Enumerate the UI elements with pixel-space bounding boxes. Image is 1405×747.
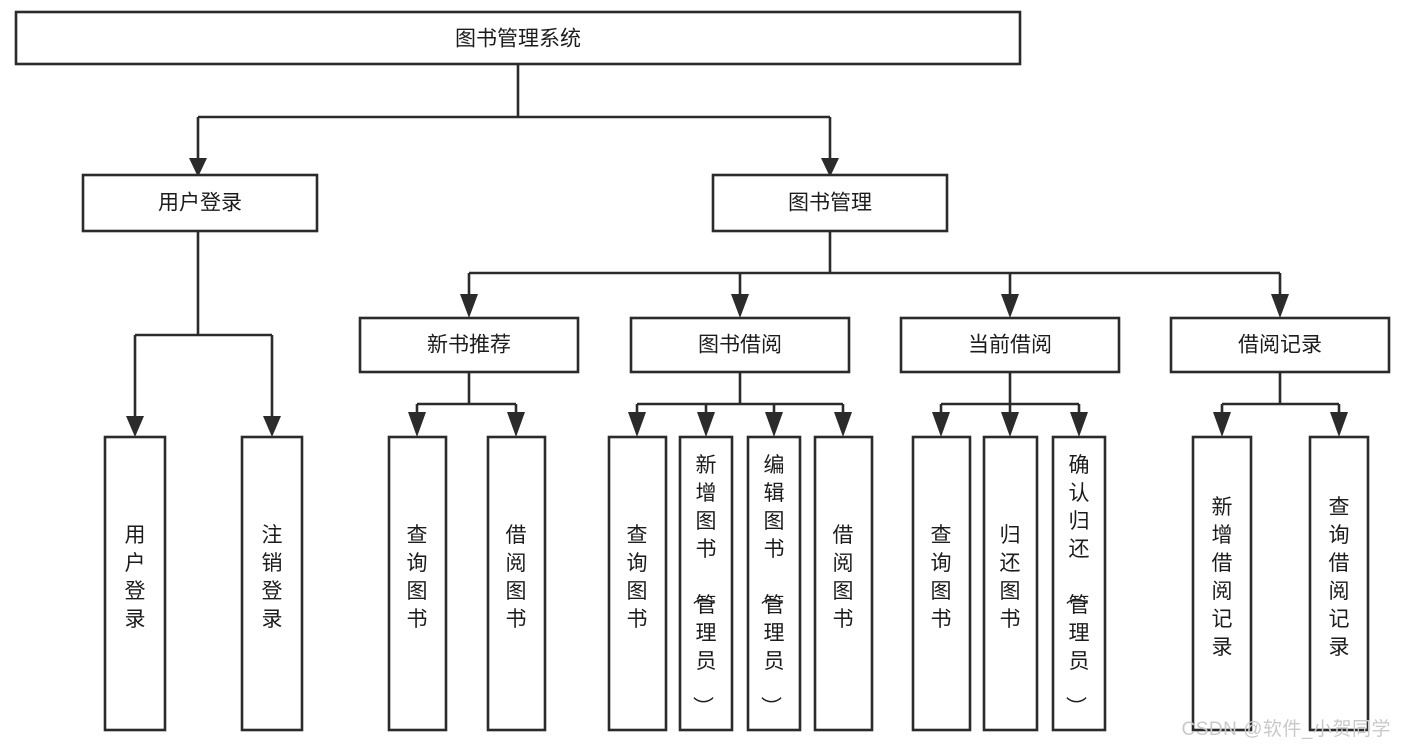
node-leaf-confirm-return-label: 确认归还（管理员） (1064, 454, 1090, 717)
node-leaf-query-book-1[interactable]: 查询图书 (387, 435, 448, 732)
node-leaf-borrow-book-2-label: 借阅图书 (833, 524, 854, 631)
node-leaf-borrow-book-1[interactable]: 借阅图书 (486, 435, 547, 732)
arrow-head-borrow-record (1271, 294, 1289, 318)
node-leaf-add-book[interactable]: 新增图书（管理员） (678, 435, 734, 732)
node-leaf-borrow-book-2[interactable]: 借阅图书 (813, 435, 874, 732)
node-book-borrow[interactable]: 图书借阅 (629, 316, 851, 374)
node-leaf-query-record[interactable]: 查询借阅记录 (1308, 435, 1370, 732)
node-leaf-query-record-label: 查询借阅记录 (1329, 496, 1350, 659)
node-current-borrow-label: 当前借阅 (968, 334, 1052, 357)
node-leaf-add-book-label: 新增图书（管理员） (691, 454, 717, 717)
node-book-manage-label: 图书管理 (788, 192, 872, 215)
node-leaf-add-record-label: 新增借阅记录 (1212, 496, 1233, 659)
node-current-borrow[interactable]: 当前借阅 (899, 316, 1121, 374)
node-leaf-query-book-2[interactable]: 查询图书 (607, 435, 668, 732)
node-root-label: 图书管理系统 (455, 28, 581, 51)
node-leaf-edit-book[interactable]: 编辑图书（管理员） (746, 435, 802, 732)
node-leaf-return-book[interactable]: 归还图书 (982, 435, 1039, 732)
node-user-login-box[interactable] (81, 173, 319, 233)
node-leaf-add-book-box[interactable] (678, 435, 734, 732)
node-leaf-query-book-2-label: 查询图书 (627, 524, 648, 631)
node-leaf-add-record-box[interactable] (1191, 435, 1253, 732)
node-borrow-record[interactable]: 借阅记录 (1169, 316, 1391, 374)
arrow-head-leaf-query-book-2 (628, 412, 646, 437)
node-leaf-edit-book-box[interactable] (746, 435, 802, 732)
arrow-head-leaf-query-record (1330, 412, 1348, 437)
node-book-borrow-label: 图书借阅 (698, 334, 782, 357)
node-leaf-query-book-3-label: 查询图书 (931, 524, 952, 631)
node-leaf-confirm-return-box[interactable] (1051, 435, 1107, 732)
node-user-login-label: 用户登录 (158, 192, 242, 215)
arrow-head-leaf-query-book-1 (408, 412, 426, 437)
arrow-head-user-login (189, 158, 207, 177)
node-leaf-borrow-book-1-label: 借阅图书 (506, 524, 527, 631)
node-user-login[interactable]: 用户登录 (81, 173, 319, 233)
arrow-head-leaf-add-book (697, 412, 715, 437)
node-leaf-edit-book-label: 编辑图书（管理员） (759, 454, 785, 717)
node-root-box[interactable] (14, 10, 1022, 66)
arrow-head-leaf-borrow-book-1 (507, 412, 525, 437)
node-leaf-user-login-label: 用户登录 (125, 524, 146, 631)
node-leaf-borrow-book-2-box[interactable] (813, 435, 874, 732)
node-borrow-record-label: 借阅记录 (1238, 334, 1322, 357)
node-current-borrow-box[interactable] (899, 316, 1121, 374)
node-root[interactable]: 图书管理系统 (14, 10, 1022, 66)
arrow-head-new-book-recommend (460, 294, 478, 318)
csdn-watermark: CSDN @软件_小贺同学 (1181, 719, 1391, 740)
node-leaf-add-record[interactable]: 新增借阅记录 (1191, 435, 1253, 732)
node-leaf-return-book-box[interactable] (982, 435, 1039, 732)
arrow-head-book-manage (821, 158, 839, 177)
node-leaf-user-login-box[interactable] (103, 435, 167, 732)
node-new-book-recommend-label: 新书推荐 (427, 334, 511, 357)
node-leaf-borrow-book-1-box[interactable] (486, 435, 547, 732)
node-leaf-user-logout-label: 注销登录 (262, 524, 283, 631)
edges-layer (126, 64, 1348, 437)
node-leaf-query-book-1-box[interactable] (387, 435, 448, 732)
arrow-head-leaf-borrow-book-2 (834, 412, 852, 437)
node-leaf-return-book-label: 归还图书 (1000, 524, 1021, 631)
node-leaf-user-logout-box[interactable] (240, 435, 304, 732)
node-leaf-query-book-2-box[interactable] (607, 435, 668, 732)
arrow-head-leaf-return-book (1001, 412, 1019, 437)
node-leaf-query-book-3[interactable]: 查询图书 (911, 435, 972, 732)
node-leaf-user-logout[interactable]: 注销登录 (240, 435, 304, 732)
arrow-head-current-borrow (1001, 294, 1019, 318)
node-book-manage[interactable]: 图书管理 (711, 173, 949, 233)
arrow-head-leaf-edit-book (765, 412, 783, 437)
node-book-manage-box[interactable] (711, 173, 949, 233)
arrow-head-leaf-user-login (126, 416, 144, 437)
node-leaf-confirm-return[interactable]: 确认归还（管理员） (1051, 435, 1107, 732)
arrow-head-leaf-user-logout (263, 416, 281, 437)
node-book-borrow-box[interactable] (629, 316, 851, 374)
arrow-head-leaf-confirm-return (1070, 412, 1088, 437)
arrow-head-book-borrow (731, 294, 749, 318)
arrow-head-leaf-query-book-3 (932, 412, 950, 437)
node-leaf-query-record-box[interactable] (1308, 435, 1370, 732)
node-leaf-query-book-1-label: 查询图书 (407, 524, 428, 631)
arrow-head-leaf-add-record (1213, 412, 1231, 437)
node-leaf-user-login[interactable]: 用户登录 (103, 435, 167, 732)
node-new-book-recommend[interactable]: 新书推荐 (358, 316, 580, 374)
node-new-book-recommend-box[interactable] (358, 316, 580, 374)
node-leaf-query-book-3-box[interactable] (911, 435, 972, 732)
node-borrow-record-box[interactable] (1169, 316, 1391, 374)
